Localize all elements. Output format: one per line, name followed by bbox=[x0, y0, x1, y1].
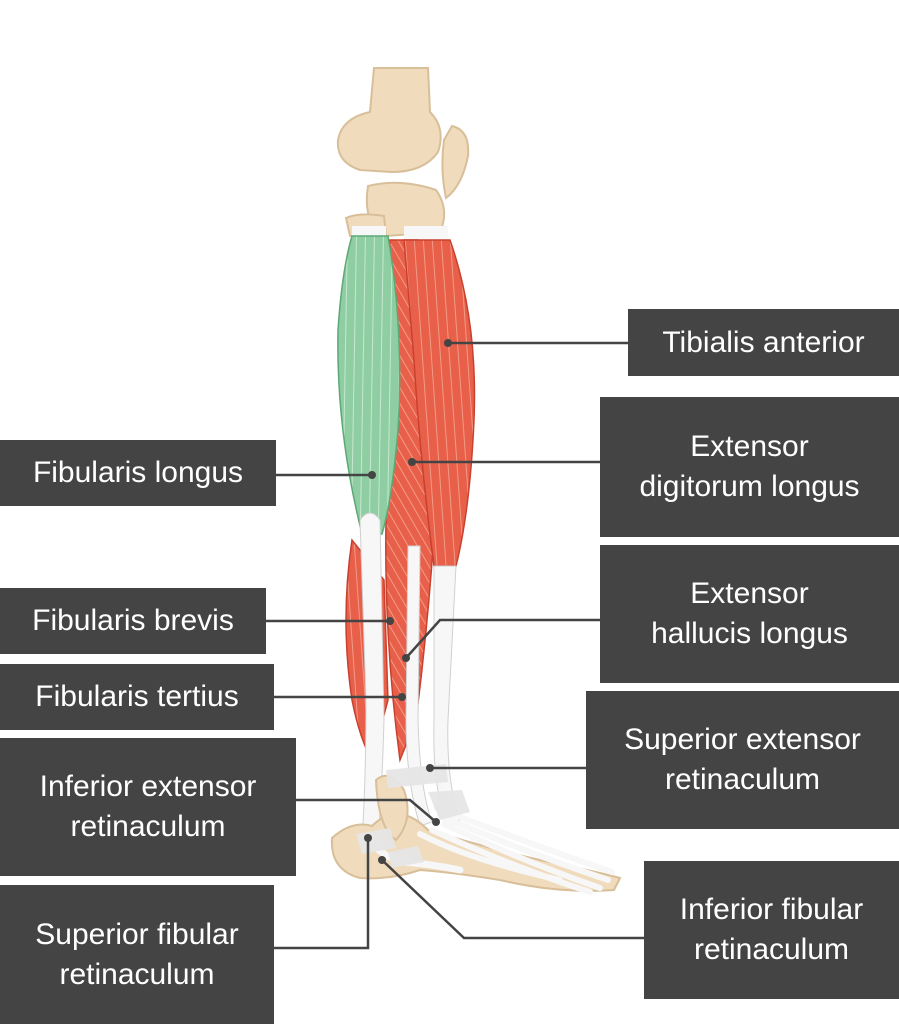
label-inferior-extensor-retinaculum: Inferior extensor retinaculum bbox=[0, 738, 296, 876]
leader-dots bbox=[364, 339, 452, 864]
femur-bone bbox=[336, 67, 442, 174]
label-fibularis-longus: Fibularis longus bbox=[0, 440, 276, 506]
leader-lines bbox=[266, 341, 644, 950]
label-tibialis-anterior: Tibialis anterior bbox=[628, 309, 899, 376]
patella-bone bbox=[441, 124, 470, 200]
leader-inferior-extensor-retinaculum bbox=[296, 798, 437, 823]
toe-tendons bbox=[417, 805, 615, 895]
fibularis-longus-muscle bbox=[337, 235, 401, 535]
retinacula bbox=[356, 764, 470, 868]
label-extensor-digitorum-longus: Extensor digitorum longus bbox=[600, 397, 899, 537]
leader-inferior-fibular-retinaculum bbox=[381, 859, 644, 940]
label-superior-fibular-retinaculum: Superior fibular retinaculum bbox=[0, 885, 274, 1024]
tendons bbox=[359, 512, 461, 841]
label-superior-extensor-retinaculum: Superior extensor retinaculum bbox=[586, 691, 899, 829]
label-inferior-fibular-retinaculum: Inferior fibular retinaculum bbox=[644, 861, 899, 999]
leader-superior-fibular-retinaculum bbox=[274, 838, 370, 950]
label-fibularis-brevis: Fibularis brevis bbox=[0, 588, 266, 654]
label-fibularis-tertius: Fibularis tertius bbox=[0, 664, 274, 730]
label-extensor-hallucis-longus: Extensor hallucis longus bbox=[600, 545, 899, 683]
leader-extensor-hallucis-longus bbox=[405, 618, 600, 659]
